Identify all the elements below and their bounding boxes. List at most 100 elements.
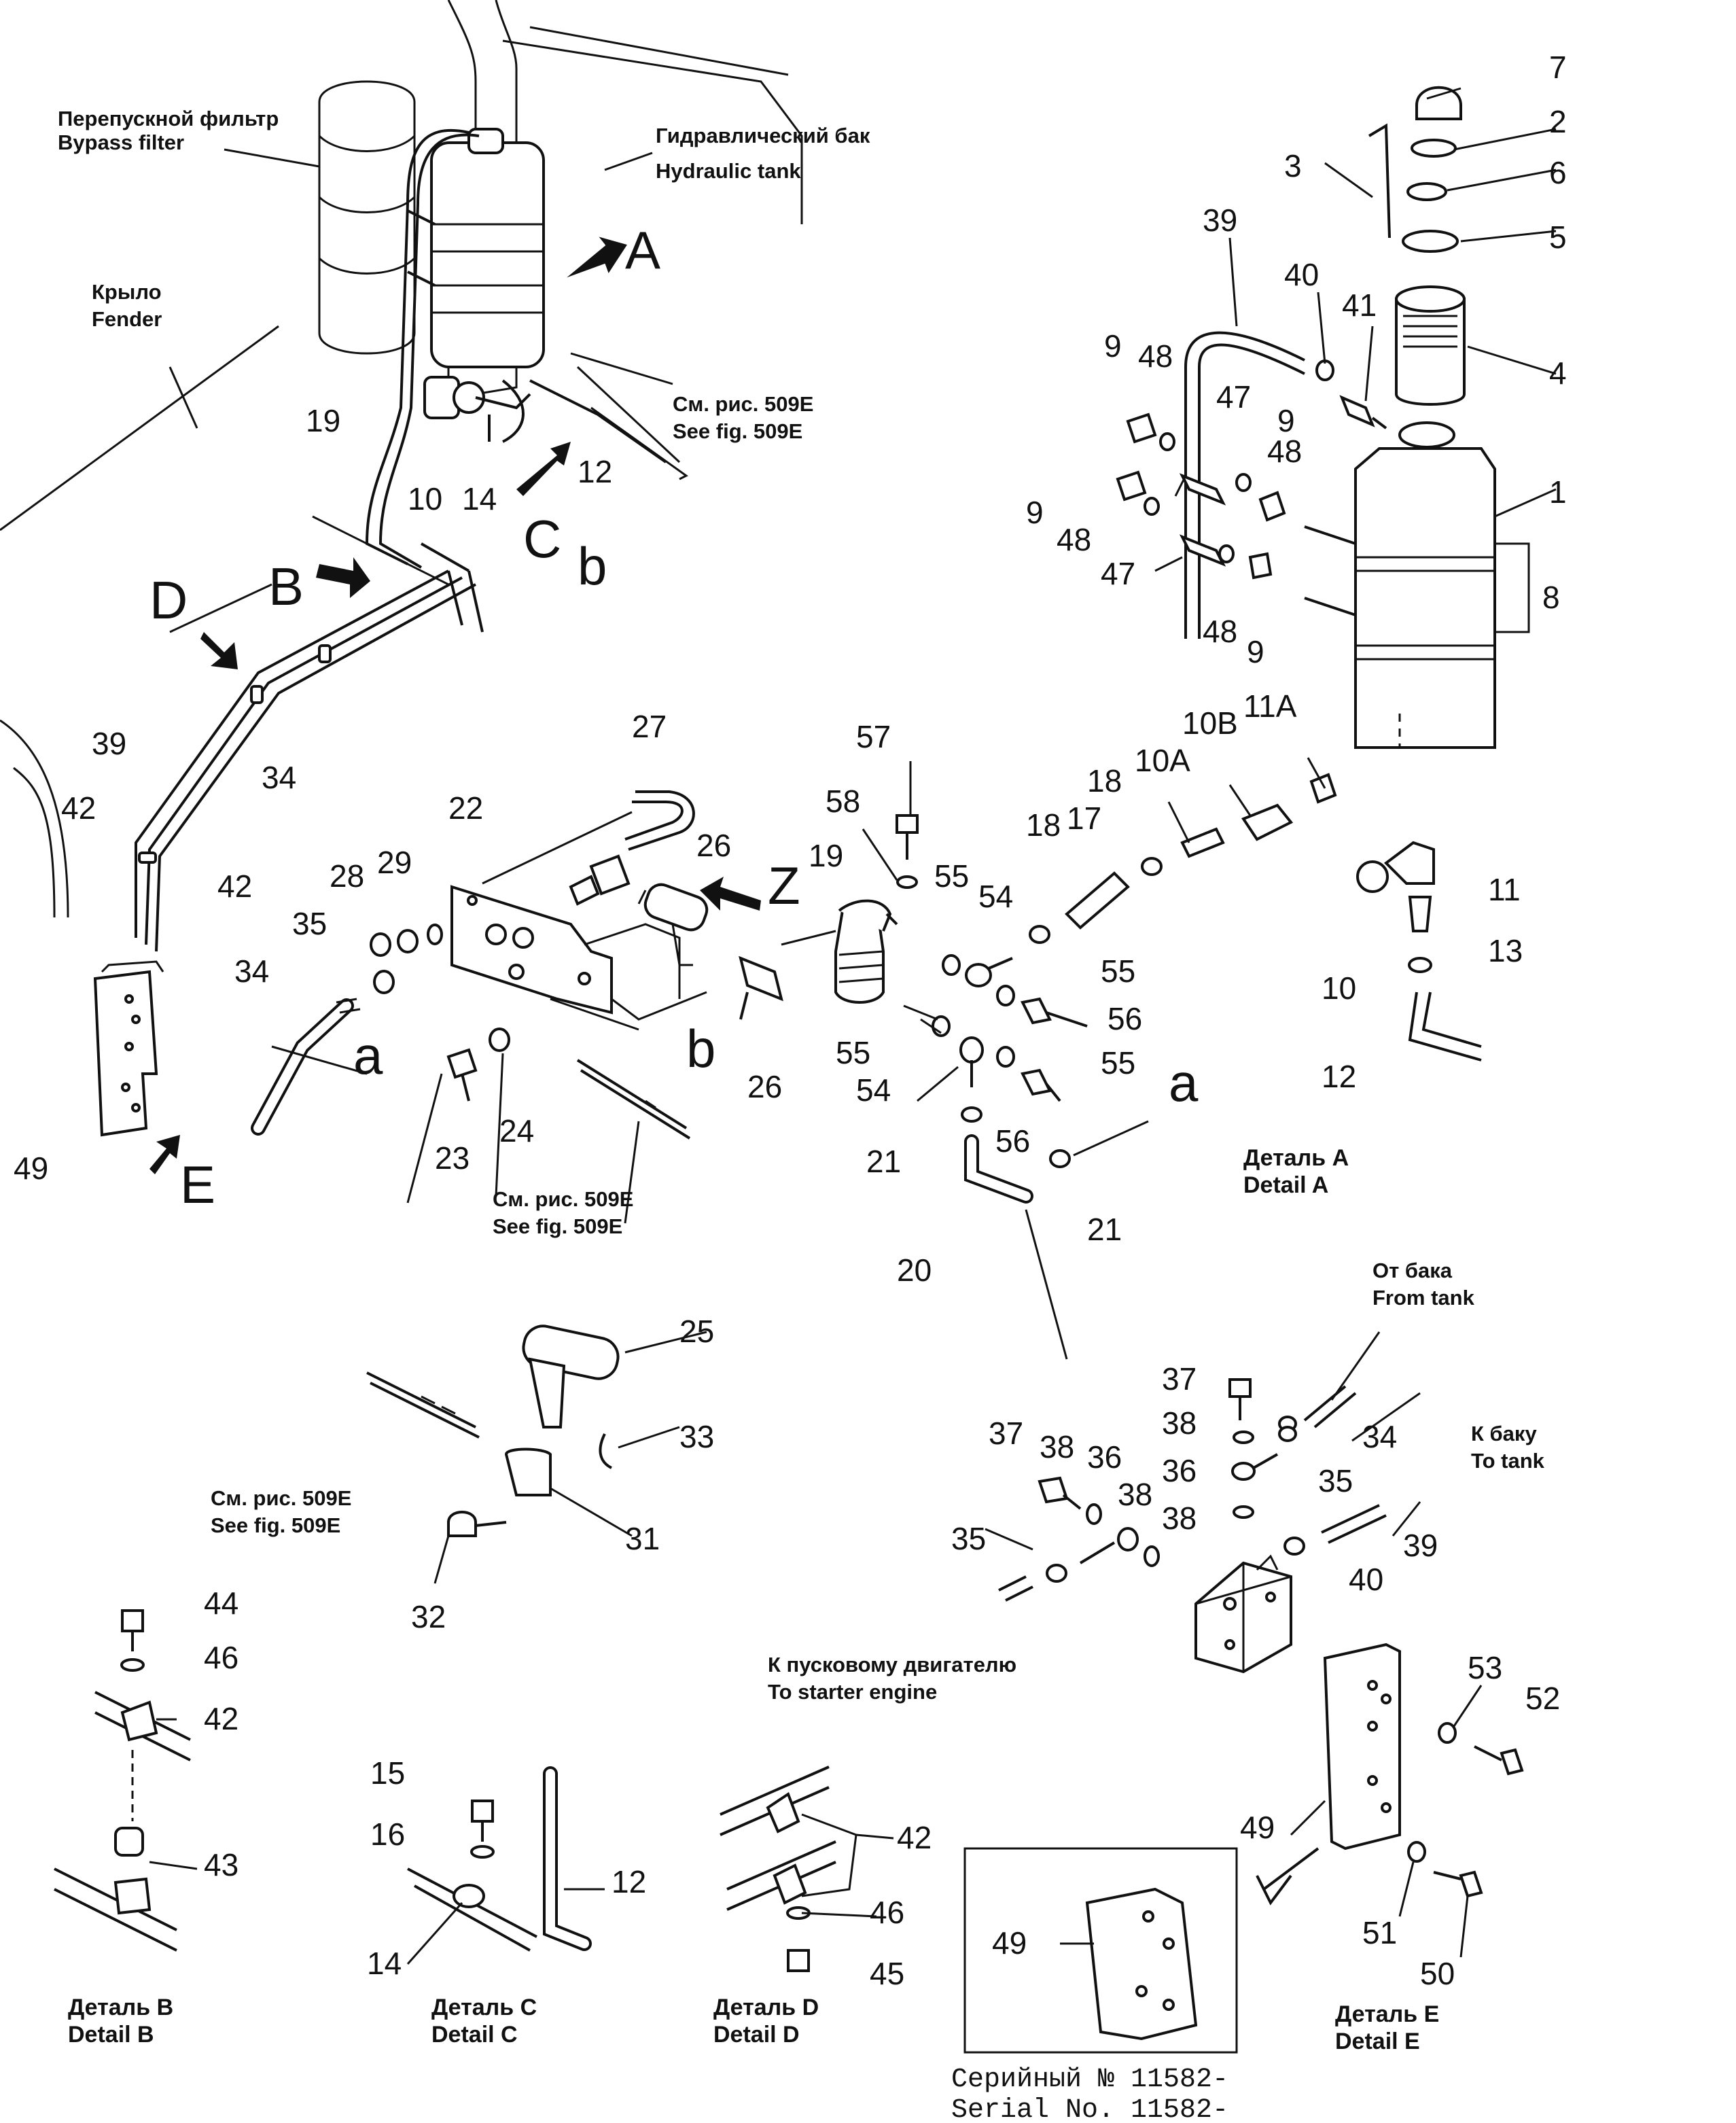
view-letter-b-top: b <box>578 536 607 596</box>
detail-e-title-ru: Деталь E <box>1335 2001 1439 2027</box>
callout-49-inset: 49 <box>992 1925 1027 1961</box>
to-tank-label-en: To tank <box>1471 1449 1545 1473</box>
see-fig-label-en-2: See fig. 509E <box>493 1214 622 1238</box>
callout-22: 22 <box>448 790 483 826</box>
callout-37-2: 37 <box>989 1416 1023 1451</box>
callout-19-mid: 19 <box>809 838 843 873</box>
callout-48-2: 48 <box>1267 434 1302 469</box>
callout-37-1: 37 <box>1162 1361 1197 1397</box>
hydraulic-tank-label-ru: Гидравлический бак <box>656 124 870 147</box>
callout-15: 15 <box>370 1755 405 1791</box>
callout-10A: 10A <box>1135 743 1190 778</box>
callout-12-top: 12 <box>578 454 612 489</box>
callout-55-2: 55 <box>1101 953 1135 989</box>
callout-55-1: 55 <box>934 858 969 894</box>
callout-54-2: 54 <box>856 1072 891 1108</box>
detail-c-drawing <box>407 1766 592 1952</box>
bypass-filter-drawing <box>318 80 416 355</box>
callout-42-left-1: 42 <box>61 790 96 826</box>
callout-46-b: 46 <box>204 1640 238 1675</box>
callout-58: 58 <box>826 784 860 819</box>
detail-a-title-ru: Деталь A <box>1243 1145 1349 1171</box>
view-letter-A: A <box>625 220 660 280</box>
callout-26-lower: 26 <box>747 1069 782 1104</box>
serial-label-ru: Серийный № 11582- <box>951 2065 1228 2095</box>
callout-9-2: 9 <box>1277 403 1295 438</box>
from-tank-label-ru: От бака <box>1372 1259 1453 1282</box>
detail-a-drawing <box>1029 86 1530 1062</box>
callout-38-1: 38 <box>1162 1405 1197 1441</box>
callout-9-4: 9 <box>1247 634 1264 669</box>
callout-54-1: 54 <box>978 879 1013 914</box>
filter-19-assembly <box>834 814 1088 1204</box>
bypass-filter-label-en: Bypass filter <box>58 130 184 154</box>
hydraulic-tank-drawing <box>430 128 545 396</box>
callout-26-upper: 26 <box>696 828 731 863</box>
view-letter-Z: Z <box>768 856 800 915</box>
callout-7: 7 <box>1549 50 1567 85</box>
see-fig-label-ru-2: См. рис. 509E <box>493 1187 633 1211</box>
callout-48-4: 48 <box>1203 614 1237 649</box>
detail-d-title-en: Detail D <box>713 2022 800 2048</box>
callout-44: 44 <box>204 1585 238 1621</box>
upper-hoses <box>365 128 480 569</box>
callout-10-top: 10 <box>408 481 442 516</box>
callout-18-1: 18 <box>1026 807 1061 843</box>
callout-8: 8 <box>1542 580 1560 615</box>
callout-14-c: 14 <box>367 1946 402 1981</box>
starter-label-ru: К пусковому двигателю <box>768 1653 1016 1677</box>
callout-17: 17 <box>1067 801 1101 836</box>
callout-45: 45 <box>870 1956 904 1991</box>
detail-a-title-en: Detail A <box>1243 1172 1328 1198</box>
callout-5: 5 <box>1549 220 1567 255</box>
callout-56-2: 56 <box>995 1123 1030 1159</box>
view-letter-B: B <box>268 557 304 616</box>
callout-34-left: 34 <box>262 760 296 795</box>
callout-47-2: 47 <box>1101 556 1135 591</box>
callout-16: 16 <box>370 1817 405 1852</box>
callout-10-a: 10 <box>1322 970 1356 1006</box>
view-letter-D: D <box>149 570 188 630</box>
starter-label-en: To starter engine <box>768 1680 937 1704</box>
callout-20: 20 <box>897 1252 932 1288</box>
callout-38-2: 38 <box>1040 1429 1074 1464</box>
callout-12-c: 12 <box>612 1864 646 1899</box>
callout-9-1: 9 <box>1104 328 1122 364</box>
view-letter-C: C <box>523 509 561 569</box>
detail-b-title-en: Detail B <box>68 2022 154 2048</box>
tank-valve-assembly <box>423 376 667 463</box>
callout-32: 32 <box>411 1599 446 1634</box>
callout-35-e2: 35 <box>951 1521 986 1556</box>
callout-47-1: 47 <box>1216 379 1251 415</box>
callout-48-3: 48 <box>1057 522 1091 557</box>
detail-b-drawing <box>54 1609 191 1952</box>
from-tank-label-en: From tank <box>1372 1286 1475 1310</box>
callout-21-2: 21 <box>1087 1212 1122 1247</box>
detail-b-title-ru: Деталь B <box>68 1995 173 2020</box>
callout-42-left-2: 42 <box>217 868 252 904</box>
bracket-49-left <box>93 960 164 1137</box>
callout-36-2: 36 <box>1087 1439 1122 1475</box>
fender-label-en: Fender <box>92 307 162 331</box>
callout-55-4: 55 <box>1101 1045 1135 1081</box>
callout-38-3: 38 <box>1118 1477 1152 1512</box>
callout-39-a: 39 <box>1203 203 1237 238</box>
callout-35-e1: 35 <box>1318 1463 1353 1498</box>
callout-14-top: 14 <box>462 481 497 516</box>
detail-c-title-ru: Деталь C <box>431 1995 537 2020</box>
callout-24: 24 <box>499 1113 534 1148</box>
see-fig-label-en-3: See fig. 509E <box>211 1513 340 1537</box>
callout-41: 41 <box>1342 287 1377 323</box>
callout-34-mid: 34 <box>234 953 269 989</box>
view-letter-E: E <box>180 1155 215 1214</box>
detail-e-drawing <box>998 1378 1524 1898</box>
callout-53: 53 <box>1468 1650 1502 1685</box>
callout-43: 43 <box>204 1847 238 1882</box>
callout-52: 52 <box>1525 1681 1560 1716</box>
callout-34-e: 34 <box>1362 1419 1397 1454</box>
callout-51: 51 <box>1362 1915 1397 1950</box>
callout-42-b: 42 <box>204 1701 238 1736</box>
callout-23: 23 <box>435 1140 470 1176</box>
callout-10B: 10B <box>1182 705 1238 741</box>
callout-21-1: 21 <box>866 1144 901 1179</box>
